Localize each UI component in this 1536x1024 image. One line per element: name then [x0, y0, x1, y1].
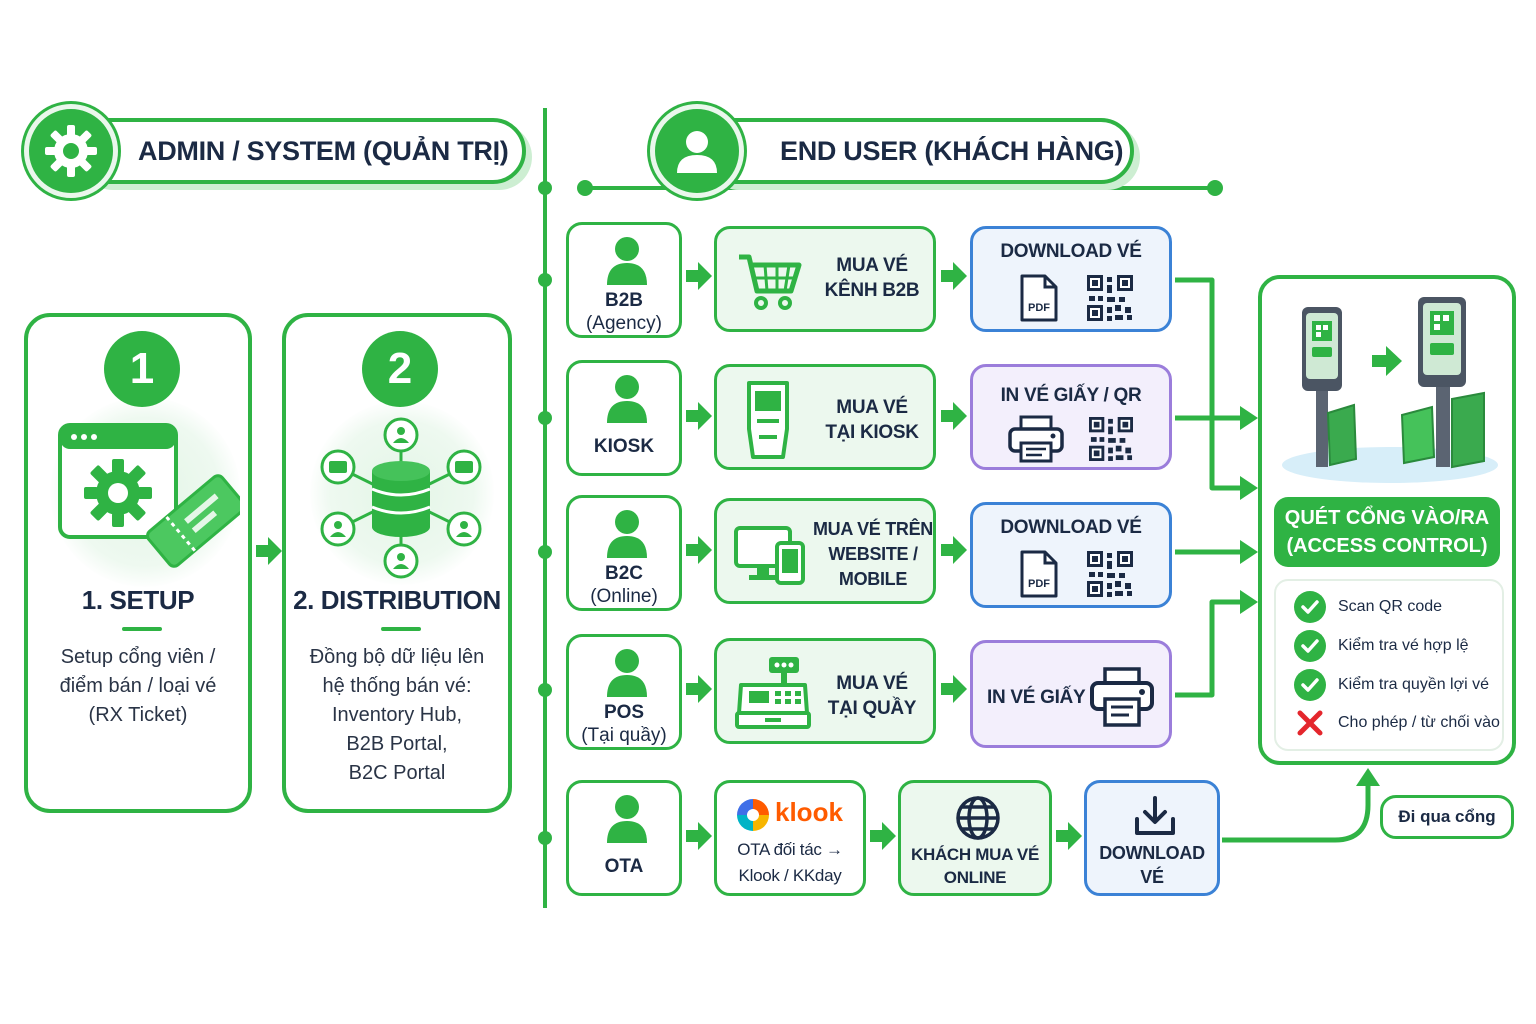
- channel-kiosk-name: KIOSK: [593, 436, 655, 457]
- enduser-header-label: END USER (KHÁCH HÀNG): [780, 135, 1124, 166]
- check-text-allow-deny: Cho phép / từ chối vào: [1338, 714, 1500, 731]
- ota-download-label: DOWNLOAD VÉ: [1099, 843, 1205, 887]
- output-pos-label: IN VÉ GIẤY: [987, 687, 1086, 708]
- check-text-scan: Scan QR code: [1338, 598, 1443, 615]
- ota-buy-box: KHÁCH MUA VÉ ONLINE: [898, 780, 1052, 896]
- ota-partner-box: klook OTA đối tác → Klook / KKday: [714, 780, 866, 896]
- purchase-pos-label: MUA VÉ TẠI QUẦY: [827, 673, 917, 719]
- person-icon: [607, 237, 647, 285]
- check-icon: [1294, 591, 1326, 623]
- check-text-rights: Kiểm tra quyền lợi vé: [1338, 676, 1489, 693]
- step-arrows: [256, 262, 1082, 850]
- check-list: Scan QR code Kiểm tra vé hợp lệ Kiểm tra…: [1274, 579, 1504, 751]
- output-box-kiosk: IN VÉ GIẤY / QR: [970, 364, 1172, 470]
- gate-connector-heads: [1240, 406, 1380, 786]
- channel-ota-name: OTA: [604, 856, 644, 877]
- setup-title: 1. SETUP: [81, 585, 195, 615]
- pdf-label: PDF: [1028, 302, 1050, 314]
- person-icon: [607, 649, 647, 697]
- printer-icon: [1008, 415, 1064, 463]
- channel-b2b-name: B2B: [604, 290, 643, 311]
- pass-gate-label: Đi qua cổng: [1380, 795, 1514, 839]
- kiosk-icon: [747, 381, 789, 459]
- ota-partner-label: OTA đối tác → Klook / KKday: [737, 840, 843, 885]
- distribution-description: Đồng bộ dữ liệu lên hệ thống bán vé: Inv…: [309, 646, 485, 784]
- enduser-header: END USER (KHÁCH HÀNG): [700, 118, 1134, 184]
- distribution-card: 2 2. DISTRIBUTION Đồng bộ dữ liệu l: [282, 313, 512, 813]
- admin-header: ADMIN / SYSTEM (QUẢN TRỊ): [74, 118, 526, 184]
- distribution-rule: [381, 627, 421, 631]
- purchase-box-kiosk: MUA VÉ TẠI KIOSK: [714, 364, 936, 470]
- check-text-valid: Kiểm tra vé hợp lệ: [1338, 637, 1469, 654]
- qr-icon: [1089, 417, 1133, 461]
- admin-header-label: ADMIN / SYSTEM (QUẢN TRỊ): [138, 135, 509, 166]
- gate-connectors: [1175, 277, 1371, 843]
- gear-icon: [24, 104, 118, 198]
- pdf-icon: PDF: [1020, 550, 1058, 598]
- distribution-title: 2. DISTRIBUTION: [293, 585, 501, 615]
- divider-nodes: [538, 181, 552, 845]
- download-icon: [1135, 796, 1175, 835]
- cart-icon: [739, 254, 802, 310]
- purchase-kiosk-label: MUA VÉ TẠI KIOSK: [825, 397, 919, 443]
- setup-card: 1 1. SETUP Setup cổng viên / điểm bán / …: [24, 313, 252, 813]
- purchase-b2b-label: MUA VÉ KÊNH B2B: [824, 255, 920, 301]
- turnstile-icon: [1282, 297, 1498, 483]
- printer-icon: [1090, 667, 1154, 727]
- qr-icon: [1087, 275, 1133, 321]
- output-box-b2c: DOWNLOAD VÉ PDF: [970, 502, 1172, 608]
- settings-window-ticket-icon: [58, 423, 240, 568]
- setup-rule: [122, 627, 162, 631]
- devices-icon: [734, 526, 805, 585]
- check-item-rights: Kiểm tra quyền lợi vé: [1294, 669, 1489, 701]
- channel-pos-sub: (Tại quầy): [581, 725, 667, 746]
- user-box-b2c: B2C(Online): [566, 495, 682, 611]
- pdf-icon: PDF: [1020, 274, 1058, 322]
- user-box-pos: POS(Tại quầy): [566, 634, 682, 750]
- output-box-pos: IN VÉ GIẤY: [970, 640, 1172, 748]
- user-icon: [650, 104, 744, 198]
- klook-logo-icon: [737, 799, 769, 831]
- output-b2c-label: DOWNLOAD VÉ: [1000, 517, 1142, 538]
- step-2-badge: 2: [362, 331, 438, 407]
- channel-b2c-name: B2C: [604, 563, 643, 584]
- channel-b2b-sub: (Agency): [585, 313, 663, 334]
- access-control-title: QUÉT CỔNG VÀO/RA (ACCESS CONTROL): [1274, 497, 1500, 567]
- person-icon: [607, 795, 647, 843]
- check-icon: [1294, 669, 1326, 701]
- check-item-allow-deny: Cho phép / từ chối vào: [1294, 707, 1500, 739]
- user-box-kiosk: KIOSK: [566, 360, 682, 476]
- globe-icon: [956, 796, 1000, 840]
- step-1-badge: 1: [104, 331, 180, 407]
- ota-download-box: DOWNLOAD VÉ: [1084, 780, 1220, 896]
- person-icon: [607, 375, 647, 423]
- user-box-b2b: B2B(Agency): [566, 222, 682, 338]
- purchase-box-b2b: MUA VÉ KÊNH B2B: [714, 226, 936, 332]
- purchase-box-pos: MUA VÉ TẠI QUẦY: [714, 638, 936, 744]
- ota-buy-label: KHÁCH MUA VÉ ONLINE: [911, 845, 1039, 887]
- output-b2b-label: DOWNLOAD VÉ: [1000, 241, 1142, 262]
- check-item-valid: Kiểm tra vé hợp lệ: [1294, 630, 1469, 662]
- setup-description: Setup cổng viên / điểm bán / loại vé (RX…: [59, 646, 217, 726]
- user-box-ota: OTA: [566, 780, 682, 896]
- purchase-b2c-label: MUA VÉ TRÊN WEBSITE / MOBILE: [812, 519, 934, 589]
- check-item-scan: Scan QR code: [1294, 591, 1442, 623]
- qr-icon: [1087, 551, 1133, 597]
- channel-b2c-sub: (Online): [590, 586, 658, 607]
- output-box-b2b: DOWNLOAD VÉ PDF: [970, 226, 1172, 332]
- database-network-icon: [320, 417, 482, 579]
- cash-register-icon: [735, 657, 811, 729]
- purchase-box-b2c: MUA VÉ TRÊN WEBSITE / MOBILE: [714, 498, 936, 604]
- output-kiosk-label: IN VÉ GIẤY / QR: [1000, 385, 1142, 406]
- channel-pos-name: POS: [603, 702, 645, 723]
- person-icon: [607, 510, 647, 558]
- cross-icon: [1294, 707, 1326, 739]
- klook-logo-text: klook: [775, 797, 843, 827]
- access-control-card: QUÉT CỔNG VÀO/RA (ACCESS CONTROL) Scan Q…: [1258, 275, 1516, 765]
- pdf-label: PDF: [1028, 578, 1050, 590]
- check-icon: [1294, 630, 1326, 662]
